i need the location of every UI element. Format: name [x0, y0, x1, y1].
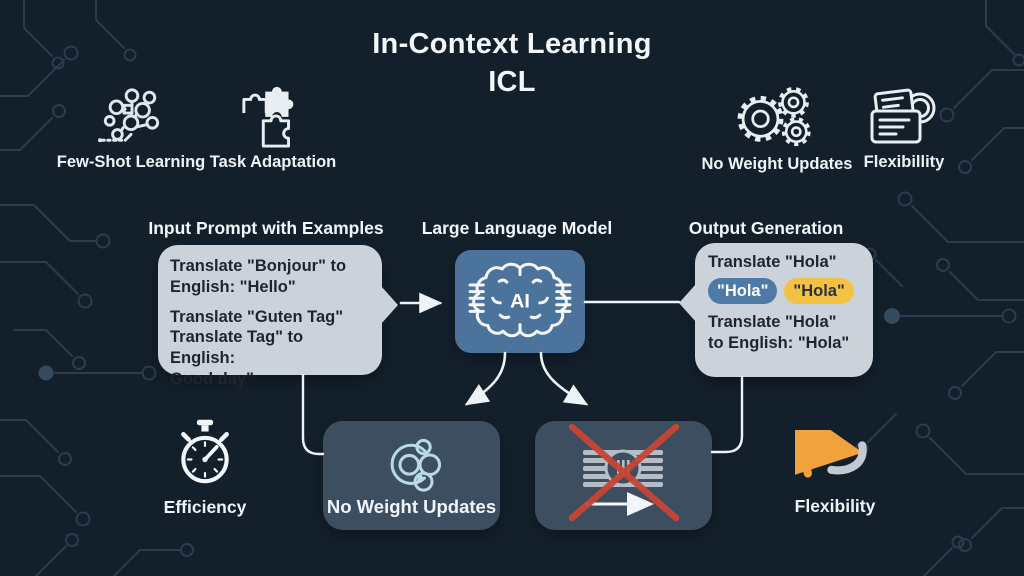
- feature-flexibility-bottom: Flexibility: [765, 430, 905, 517]
- model-section-heading: Large Language Model: [421, 218, 613, 238]
- cluster-nodes-icon: [98, 88, 160, 143]
- feature-label: Few-Shot Learning: [56, 153, 206, 171]
- feature-label: Flexibility: [794, 496, 876, 516]
- example-1: Translate "Bonjour" to English: "Hello": [170, 257, 347, 296]
- output-panel: Translate "Hola" "Hola" "Hola" Translate…: [679, 243, 873, 377]
- gears-icon: [737, 86, 811, 147]
- feature-few-shot-learning: Few-Shot Learning: [50, 84, 212, 172]
- feature-flexibility-top: Flexibillity: [831, 86, 977, 172]
- feature-label: Task Adaptation: [209, 153, 337, 171]
- output-pill-yellow: "Hola": [784, 277, 854, 305]
- weights-crossed-icon: [568, 423, 680, 522]
- output-line-3: to English: "Hola": [708, 333, 850, 352]
- frozen-weights-box: [535, 421, 712, 530]
- no-weight-updates-label: No Weight Updates: [326, 496, 497, 517]
- puzzle-pieces-icon: [242, 86, 294, 148]
- page-title: In-Context Learning: [372, 28, 652, 60]
- example-2: Translate "Guten Tag" Translate Tag" to …: [170, 307, 344, 388]
- output-pills: "Hola" "Hola": [708, 277, 860, 305]
- no-weight-updates-box: No Weight Updates: [323, 421, 500, 530]
- svg-text:AI: AI: [510, 291, 530, 313]
- feature-task-adaptation: Task Adaptation: [194, 80, 352, 172]
- feature-label: Efficiency: [163, 497, 247, 517]
- llm-panel: AI: [455, 250, 585, 353]
- input-prompt-panel: Translate "Bonjour" to English: "Hello" …: [158, 245, 398, 388]
- feature-efficiency: Efficiency: [140, 418, 270, 518]
- input-section-heading: Input Prompt with Examples: [148, 218, 384, 238]
- page-subtitle: ICL: [488, 66, 536, 98]
- model-refresh-icon: [390, 438, 441, 492]
- output-line-1: Translate "Hola": [708, 253, 837, 271]
- stacked-cards-icon: [870, 88, 936, 144]
- stopwatch-icon: [181, 419, 229, 484]
- feature-no-weight-updates: No Weight Updates: [694, 84, 860, 174]
- ai-brain-chip-icon: AI: [468, 262, 572, 338]
- output-section-heading: Output Generation: [688, 218, 844, 238]
- output-line-2: Translate "Hola": [708, 313, 837, 332]
- output-pill-blue: "Hola": [708, 277, 778, 305]
- feature-label: Flexibillity: [863, 153, 945, 171]
- cycle-arrows-icon: [795, 430, 867, 479]
- feature-label: No Weight Updates: [701, 155, 853, 173]
